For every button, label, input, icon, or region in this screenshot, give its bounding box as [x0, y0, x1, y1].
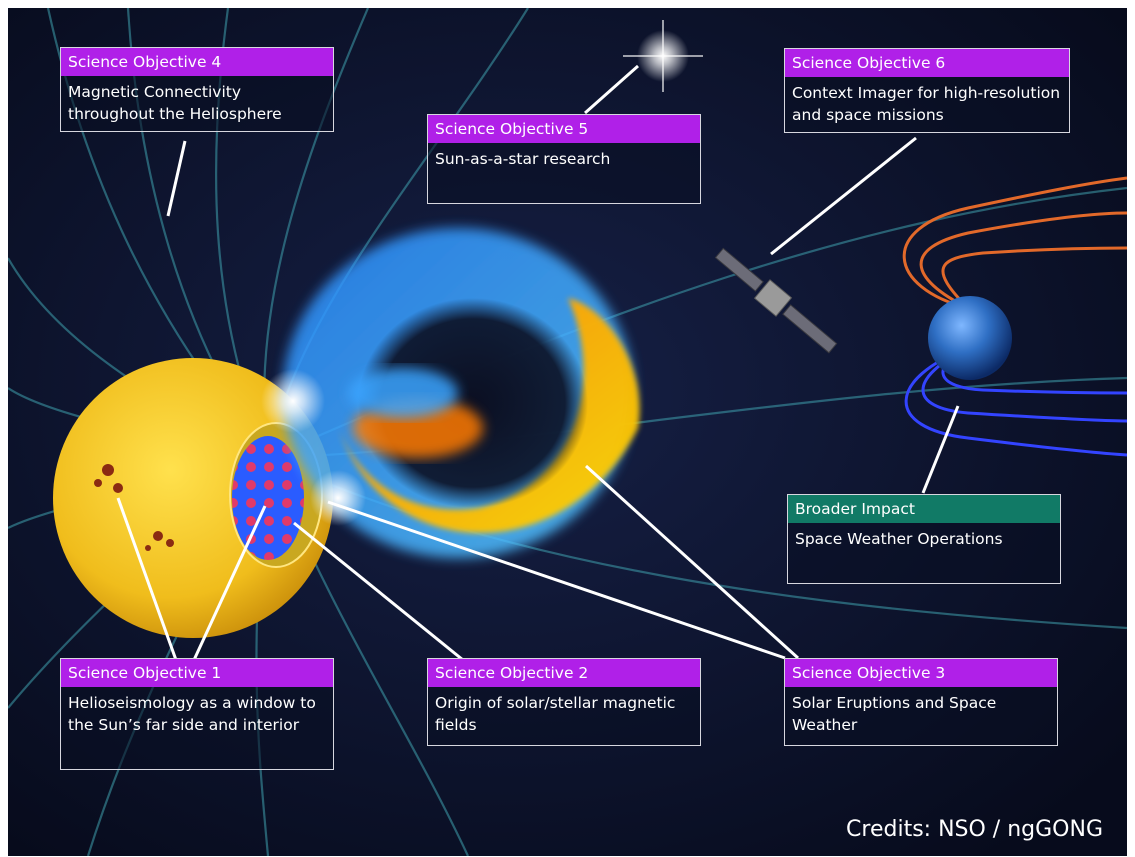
objective-5-title: Science Objective 5	[428, 115, 700, 143]
objective-3-box: Science Objective 3 Solar Eruptions and …	[784, 658, 1058, 746]
star	[623, 20, 703, 92]
objective-1-text: Helioseismology as a window to the Sun’s…	[68, 694, 316, 734]
flare-lower	[310, 470, 366, 526]
objective-6-text: Context Imager for high-resolution and s…	[792, 84, 1061, 124]
flare-upper	[261, 369, 325, 433]
objective-4-title: Science Objective 4	[61, 48, 333, 76]
broader-impact-title: Broader Impact	[788, 495, 1060, 523]
coronal-mass-ejection	[283, 228, 640, 558]
broader-impact-text: Space Weather Operations	[795, 530, 1003, 548]
connector-lines	[116, 64, 960, 662]
credits-label: Credits: NSO / ngGONG	[846, 817, 1103, 842]
objective-6-title: Science Objective 6	[785, 49, 1069, 77]
objective-1-title: Science Objective 1	[61, 659, 333, 687]
objective-4-text: Magnetic Connectivity throughout the Hel…	[68, 83, 282, 123]
broader-impact-box: Broader Impact Space Weather Operations	[787, 494, 1061, 584]
objective-2-text: Origin of solar/stellar magnetic fields	[435, 694, 676, 734]
objective-2-title: Science Objective 2	[428, 659, 700, 687]
diagram-scene: Science Objective 4 Magnetic Connectivit…	[8, 8, 1127, 856]
objective-1-box: Science Objective 1 Helioseismology as a…	[60, 658, 334, 770]
earth	[928, 296, 1012, 380]
satellite	[714, 247, 838, 354]
objective-2-box: Science Objective 2 Origin of solar/stel…	[427, 658, 701, 746]
objective-5-text: Sun-as-a-star research	[435, 150, 611, 168]
objective-5-box: Science Objective 5 Sun-as-a-star resear…	[427, 114, 701, 204]
objective-3-title: Science Objective 3	[785, 659, 1057, 687]
objective-3-text: Solar Eruptions and Space Weather	[792, 694, 997, 734]
objective-6-box: Science Objective 6 Context Imager for h…	[784, 48, 1070, 133]
objective-4-box: Science Objective 4 Magnetic Connectivit…	[60, 47, 334, 132]
